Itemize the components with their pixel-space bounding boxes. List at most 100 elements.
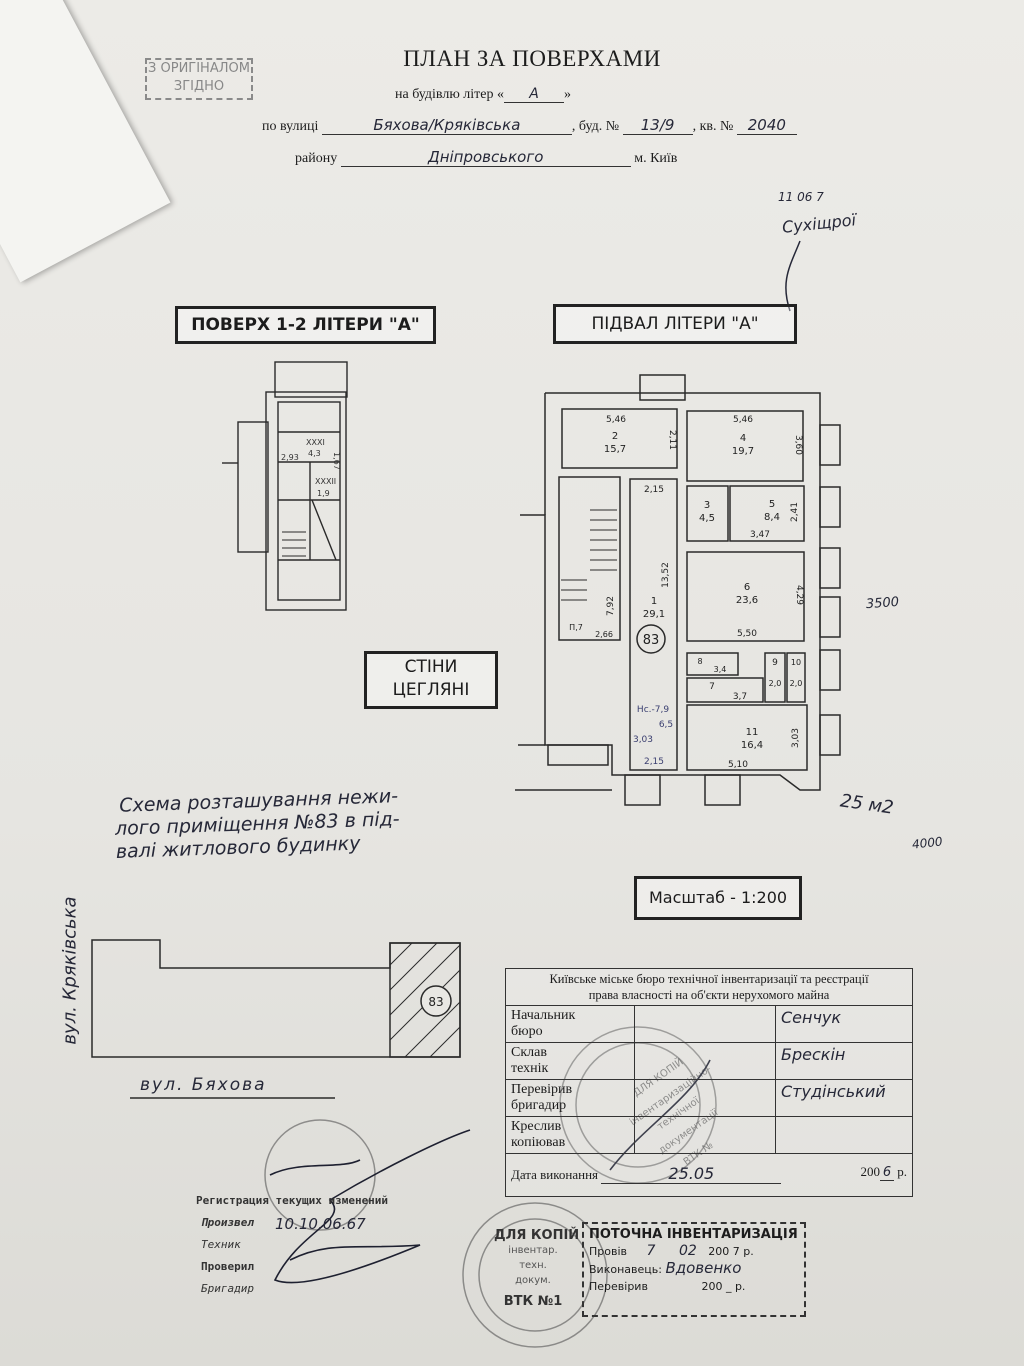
room-dim: 2,41 [790,502,800,522]
room-number: 10 [791,658,801,667]
room-number: 11 [746,727,759,738]
stamp-line: З ОРИГІНАЛОМ [148,61,250,76]
stamp-label: Провів [589,1245,628,1258]
stamp-year: 200 _ р. [701,1280,746,1293]
room-number: 7 [709,682,715,692]
room-area: 16,4 [741,740,763,751]
room-number: 8 [697,657,702,666]
bti-header: Київське міське бюро технічної інвентари… [505,968,913,1006]
row-signature: Брескін [775,1042,913,1080]
premises-number: 83 [643,633,660,648]
small-plan-label: 2,93 [281,453,299,462]
bti-header-line: права власності на об'єкти нерухомого ма… [588,988,830,1002]
registration-date: 10.10.06.67 [275,1215,366,1233]
year-suffix: р. [897,1164,907,1179]
room-dim: 2,15 [644,485,664,495]
row-signature: Сенчук [775,1005,913,1043]
room-dim: 7,92 [606,596,616,616]
room-area: 2,0 [790,679,803,688]
room-dim: 5,50 [737,629,757,639]
row-label: бригадир [511,1098,567,1113]
floor-letter-stamp: ПОВЕРХ 1-2 ЛІТЕРИ "А" [175,306,436,344]
page-title: ПЛАН ЗА ПОВЕРХАМИ [403,46,661,71]
copy-round-stamp: ДЛЯ КОПІЙ інвентар. техн. докум. ВТК №1 [494,1228,580,1309]
stamp-line: інвентар. [508,1245,558,1256]
basement-letter-stamp: ПІДВАЛ ЛІТЕРИ "А" [553,304,797,344]
room-area: 8,4 [764,512,780,523]
scheme-note: Схема розташування нежи- лого приміщення… [114,785,401,864]
district-line: району Дніпровського м. Київ [295,148,677,167]
copy-conformity-stamp: З ОРИГІНАЛОМ ЗГІДНО [145,58,253,100]
stamp-day: 7 [646,1243,656,1259]
house-label: , буд. № [571,119,620,134]
current-inventory-stamp: ПОТОЧНА ІНВЕНТАРИЗАЦІЯ Провів 7 02 200 7… [582,1222,806,1317]
stamp-line: ВТК №1 [503,1294,563,1309]
year-digit: 6 [880,1165,894,1181]
room-area: 23,6 [736,595,758,606]
row-signature: Студінський [775,1079,913,1117]
building-letter: А [504,86,565,103]
room-area: 2,0 [769,679,782,688]
stamp-line: докум. [515,1275,551,1286]
room-dim: 2,11 [667,430,677,450]
room-area: 4,5 [699,513,715,524]
room-number: 1 [651,596,657,607]
room-number: 2 [612,431,618,442]
small-floor-plan [222,361,348,611]
bti-header-line: Київське міське бюро технічної інвентари… [549,972,869,986]
room-dim: 5,46 [733,415,753,425]
room-dim: 5,46 [606,415,626,425]
plan-label-handwritten: Нс.-7,9 [637,705,669,715]
city: м. Київ [634,151,678,166]
bti-signature-table: Київське міське бюро технічної інвентари… [505,968,913,1197]
stamp-line: ДЛЯ КОПІЙ [494,1228,580,1243]
margin-note-price: 3500 [865,594,900,613]
room-labels: 1 29,1 13,52 2,15 7,92 83 2 15,7 5,46 2,… [569,415,804,770]
signature-stroke [785,240,801,312]
row-label: копіював [511,1135,566,1150]
room-number: 5 [769,499,775,510]
room-area: 3,7 [733,692,747,702]
room-area: 29,1 [643,609,665,620]
premises-circle [636,624,666,654]
building-suffix: » [564,87,572,102]
stamp-title: ПОТОЧНА ІНВЕНТАРИЗАЦІЯ [589,1227,798,1242]
room-dim: 3,60 [793,435,803,455]
row-label: Креслив [511,1119,562,1134]
plan-label-handwritten: 6,5 [659,720,673,730]
plan-label: 2,66 [595,630,613,639]
plan-label-handwritten: 3,03 [633,735,653,745]
small-plan-label: XXXI [306,438,325,447]
stamp-label: Виконавець: [589,1263,662,1276]
row-label: технік [511,1061,549,1076]
small-plan-label: 4,3 [308,449,321,458]
street-label: по вулиці [262,119,319,134]
room-number: 9 [772,658,778,668]
row-label: бюро [511,1024,543,1039]
registration-block: Регистрация текущих изменений Произвел Т… [196,1190,388,1300]
registration-row: Техник [201,1238,241,1251]
street-label-vertical: вул. Кряківська [59,896,81,1045]
room-dim: 5,10 [728,760,748,770]
stamp-line: СТІНИ [404,657,458,677]
room-dim: 13,52 [661,562,671,588]
date-label: Дата виконання [511,1167,599,1182]
year-prefix: 200 [860,1164,881,1179]
brick-walls-stamp: СТІНИ ЦЕГЛЯНІ [364,651,498,709]
margin-signature-date: 11 06 7 [778,190,824,204]
small-plan-label: XXXII [315,477,336,486]
district-label: району [295,151,338,166]
room-dim: 3,03 [791,728,801,748]
apt-label: , кв. № [692,119,734,134]
window-pits [819,424,841,756]
date-value: 25.05 [601,1164,782,1184]
building-line: на будівлю літер «А» [395,86,571,103]
stamp-line: техн. [519,1260,547,1271]
apt-value: 2040 [736,116,797,135]
plan-label: П,7 [569,623,583,632]
scale-stamp: Масштаб - 1:200 [634,876,802,920]
room-number: 6 [744,582,750,593]
